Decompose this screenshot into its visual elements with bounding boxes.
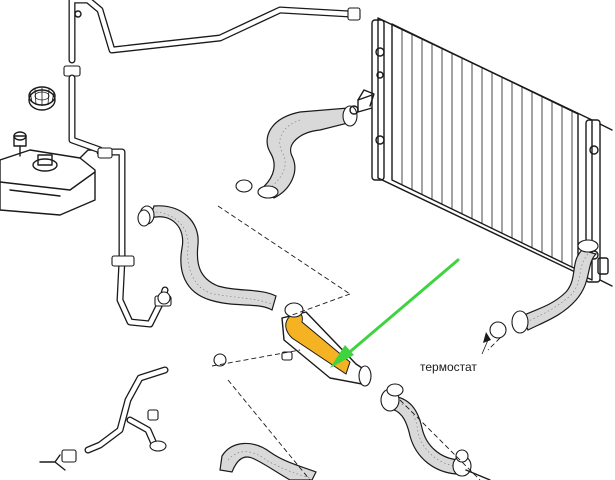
dashed-leader-lines [211,205,501,480]
highlighted-coolant-pipe [281,302,372,387]
expansion-tank-cap [28,86,56,111]
tank-sensor [13,131,27,157]
lower-radiator-hose [511,239,599,334]
radiator [357,17,613,287]
engine-outlet-hose [380,388,491,480]
overflow-pipe-lower [68,74,172,328]
thermostat-callout: термостат [420,332,491,374]
radiator-fins [401,29,573,267]
bottom-hose [219,442,317,480]
highlighted-part-fill [285,312,351,375]
overflow-pipe-upper [63,0,361,77]
pointer-arrow [330,258,460,368]
upper-radiator-hose [257,89,375,199]
thermostat-label: термостат [420,360,477,374]
expansion-tank [0,149,101,216]
hose-clamps [137,105,507,463]
lower-left-pipe [39,366,169,471]
